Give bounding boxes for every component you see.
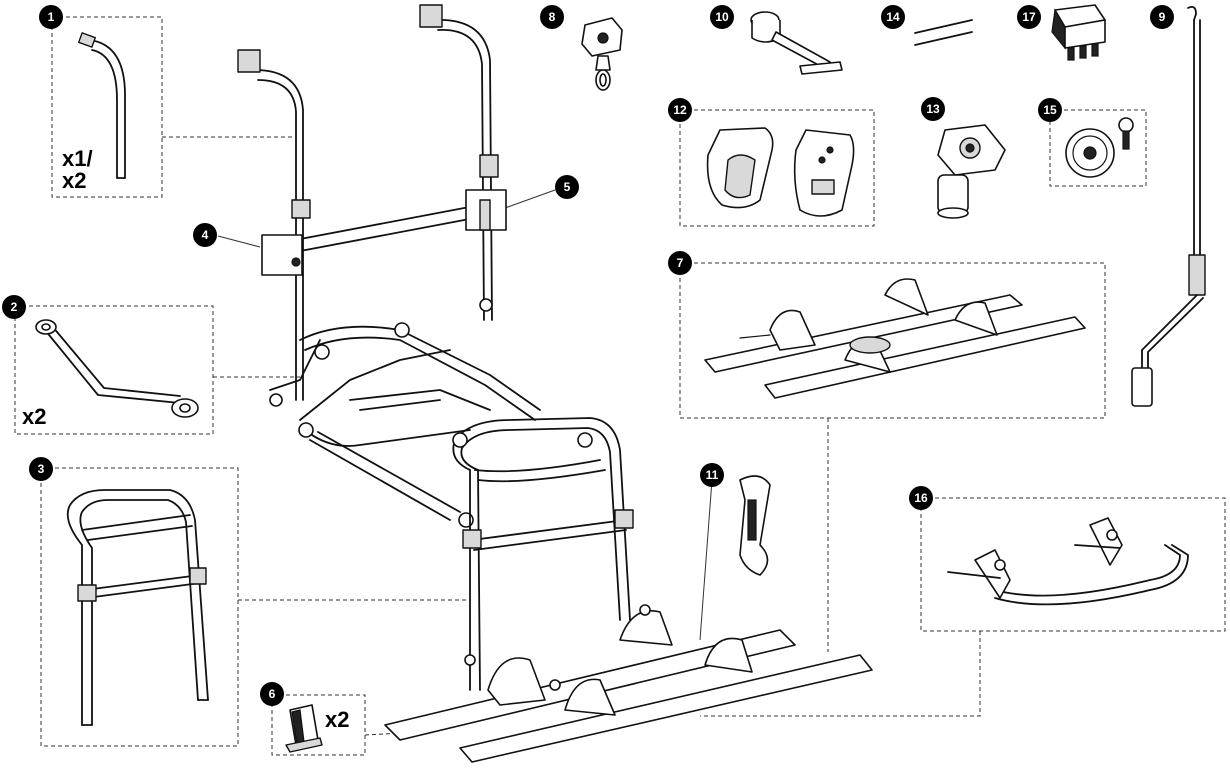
svg-text:1: 1	[48, 10, 55, 24]
badge-1: 1	[39, 5, 63, 29]
part-9-crank-handle	[1131, 5, 1206, 407]
part-2-arm	[35, 319, 199, 418]
part-11-clamp	[739, 475, 771, 576]
box-part-7	[679, 262, 1106, 419]
badge-5: 5	[555, 175, 579, 199]
leader-16	[700, 631, 981, 717]
svg-text:9: 9	[1159, 10, 1166, 24]
svg-text:16: 16	[914, 491, 928, 505]
badge-4: 4	[193, 223, 217, 247]
part-1-bent-tube	[78, 32, 126, 179]
badge-12: 12	[668, 98, 692, 122]
leader-11	[699, 479, 713, 641]
part-3-u-frame	[66, 489, 209, 726]
badge-6: 6	[260, 682, 284, 706]
box-part-2	[14, 305, 214, 435]
svg-text:14: 14	[886, 10, 900, 24]
svg-text:2: 2	[11, 300, 18, 314]
part-4-clamp-bracket	[261, 234, 303, 276]
qty-part-1-line2: x2	[62, 168, 86, 193]
part-13-motor	[937, 124, 1006, 219]
svg-text:10: 10	[715, 10, 729, 24]
badge-10: 10	[710, 5, 734, 29]
svg-text:4: 4	[202, 228, 209, 242]
box-part-6	[271, 694, 366, 756]
box-part-12	[679, 109, 875, 227]
badge-17: 17	[1017, 5, 1041, 29]
svg-text:11: 11	[706, 468, 719, 482]
svg-text:3: 3	[38, 462, 45, 476]
part-10-strap	[750, 11, 843, 75]
part-6-end-cap	[285, 704, 323, 753]
leader-4	[217, 235, 261, 248]
leader-5	[504, 189, 556, 209]
svg-text:15: 15	[1043, 103, 1057, 117]
svg-text:8: 8	[549, 10, 556, 24]
badge-8: 8	[540, 5, 564, 29]
svg-text:12: 12	[673, 103, 687, 117]
badge-2: 2	[2, 295, 26, 319]
box-part-16	[920, 497, 1226, 632]
badge-16: 16	[909, 486, 933, 510]
svg-text:13: 13	[926, 102, 940, 116]
badge-7: 7	[668, 251, 692, 275]
svg-text:5: 5	[564, 180, 571, 194]
part-7-bike-rails	[704, 278, 1086, 399]
part-8-knob	[581, 17, 623, 91]
badge-15: 15	[1038, 98, 1062, 122]
qty-part-1-line1: x1/	[62, 146, 93, 171]
badge-14: 14	[881, 5, 905, 29]
part-16-rack-section	[947, 517, 1189, 606]
box-part-1	[51, 16, 163, 198]
box-part-3	[40, 467, 239, 747]
main-rack-assembly	[237, 4, 873, 763]
badge-13: 13	[921, 97, 945, 121]
badge-11: 11	[700, 463, 724, 487]
box-part-15	[1049, 109, 1147, 187]
svg-text:17: 17	[1022, 10, 1036, 24]
part-17-switch	[1051, 4, 1106, 61]
part-15-gear-and-screw	[1065, 117, 1134, 178]
badge-3: 3	[29, 457, 53, 481]
badge-9: 9	[1150, 5, 1174, 29]
svg-text:7: 7	[677, 256, 684, 270]
svg-text:6: 6	[269, 687, 276, 701]
part-14-pins	[914, 19, 973, 46]
qty-part-2: x2	[22, 404, 46, 429]
part-12-covers	[706, 127, 855, 217]
qty-part-6: x2	[325, 707, 349, 732]
